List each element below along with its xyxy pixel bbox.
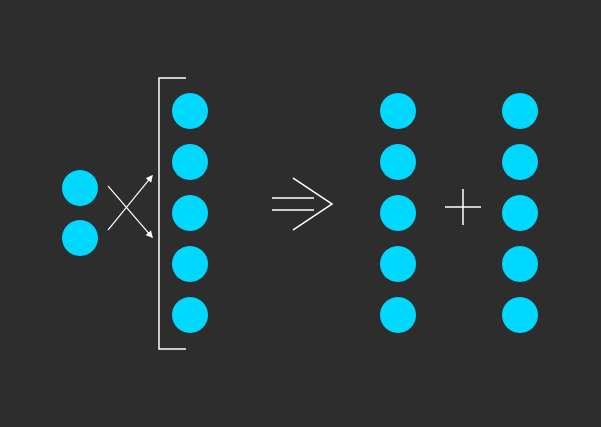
input-vector-node (62, 170, 98, 206)
result-vector-a-node (380, 144, 416, 180)
double-arrow-head (292, 177, 334, 231)
bracketed-vector-node (172, 195, 208, 231)
cross-arrow-up (107, 174, 153, 231)
multiply-cross-icon (107, 174, 153, 239)
bracketed-vector-node (172, 144, 208, 180)
bracketed-vector-node (172, 246, 208, 282)
result-vector-b-node (502, 297, 538, 333)
bracketed-vector (172, 93, 208, 333)
result-vector-a-node (380, 297, 416, 333)
cross-arrow-down (107, 185, 153, 239)
bracketed-vector-node (172, 93, 208, 129)
double-arrow-icon (272, 177, 334, 231)
result-vector-a (380, 93, 416, 333)
result-vector-b-node (502, 195, 538, 231)
result-vector-a-node (380, 195, 416, 231)
bracketed-vector-node (172, 297, 208, 333)
result-vector-b (502, 93, 538, 333)
result-vector-b-node (502, 144, 538, 180)
vector-bracket (158, 77, 186, 350)
result-vector-a-node (380, 246, 416, 282)
plus-icon (445, 189, 481, 225)
result-vector-b-node (502, 246, 538, 282)
result-vector-b-node (502, 93, 538, 129)
result-vector-a-node (380, 93, 416, 129)
input-vector-node (62, 220, 98, 256)
input-vector (62, 170, 98, 256)
